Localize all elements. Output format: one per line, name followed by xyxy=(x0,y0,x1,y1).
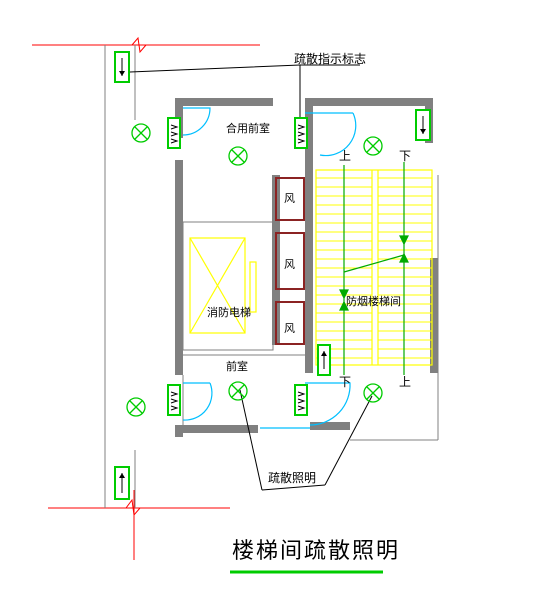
exit-sign-label: 疏散指示标志 xyxy=(294,52,367,66)
corridor-outline xyxy=(104,45,136,508)
exit-sign-icon xyxy=(114,51,130,83)
lobby-label: 前室 xyxy=(226,360,248,373)
interior-lines xyxy=(182,175,439,441)
ceiling-light-icon xyxy=(228,146,248,166)
exit-sign-icon xyxy=(114,466,130,500)
stair-up-mark: 上 xyxy=(399,375,412,389)
ceiling-light-icon xyxy=(363,383,383,403)
wind-shaft-label: 风 xyxy=(284,322,295,335)
ceiling-light-icon xyxy=(131,123,151,143)
doors xyxy=(182,107,357,429)
axis-lines xyxy=(32,36,260,560)
exit-sign-icon xyxy=(167,384,181,416)
exit-sign-icon xyxy=(317,344,331,376)
smoke-stair-label: 防烟楼梯间 xyxy=(346,295,401,308)
stair-direction-arrows xyxy=(339,162,409,375)
fire-elevator-label: 消防电梯 xyxy=(207,306,251,319)
exit-sign-icon xyxy=(294,384,308,416)
stair-up-mark: 上 xyxy=(339,149,352,163)
exit-sign-icon xyxy=(167,117,181,149)
wind-shafts xyxy=(275,177,305,345)
shared-lobby-label: 合用前室 xyxy=(226,122,270,135)
stair-down-mark: 下 xyxy=(399,149,412,163)
exit-sign-icon xyxy=(415,109,431,141)
ceiling-light-icon xyxy=(363,136,383,156)
leader-lines xyxy=(129,64,373,491)
exit-sign-icon xyxy=(294,117,308,149)
stair-down-mark: 下 xyxy=(339,375,352,389)
drawing-title: 楼梯间疏散照明 xyxy=(232,539,401,564)
stair-treads xyxy=(316,177,432,359)
wind-shaft-label: 风 xyxy=(284,192,295,205)
evac-light-label: 疏散照明 xyxy=(268,471,317,485)
fire-elevator-car xyxy=(189,237,257,334)
ceiling-light-icon xyxy=(228,381,248,401)
ceiling-light-icon xyxy=(126,397,146,417)
wind-shaft-label: 风 xyxy=(284,258,295,271)
